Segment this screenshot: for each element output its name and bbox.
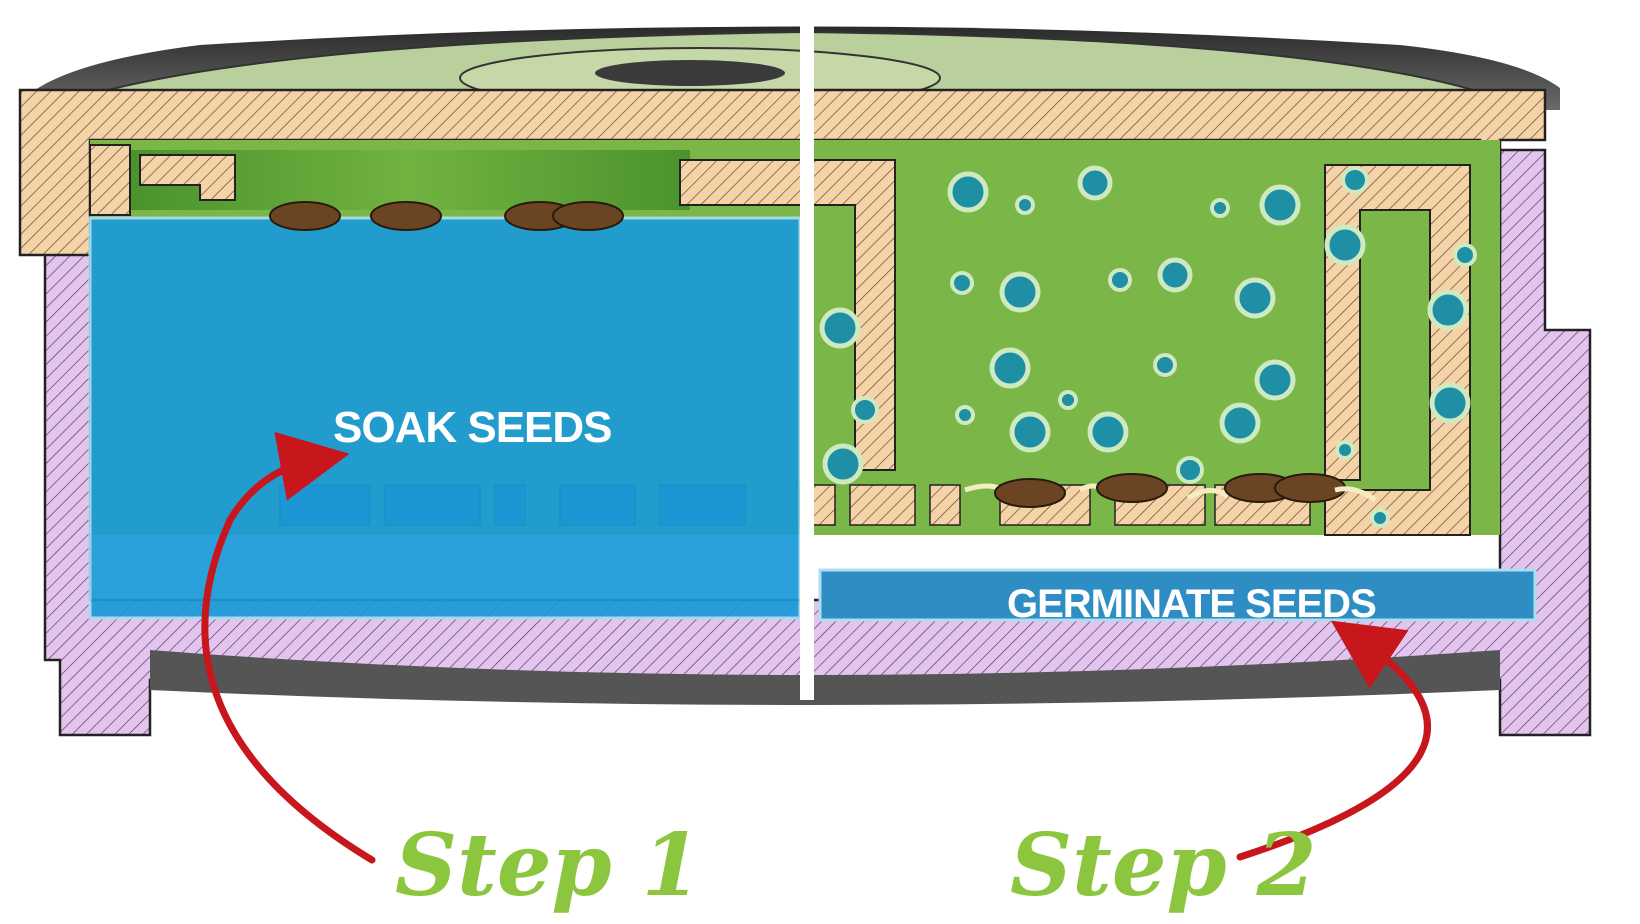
bubble-icon [1341,166,1369,194]
inner-wall-right [1324,164,1471,536]
bubble-icon [1335,440,1355,460]
bubble-icon [822,443,864,485]
curved-arrow-icon [201,431,376,864]
bubble-icon [1254,359,1296,401]
bubble-icon [1210,198,1230,218]
bubble-icon [1453,243,1477,267]
bubble-icon [851,396,879,424]
inner-wall-topleft [139,154,236,201]
sprout-icon [1334,486,1377,503]
bubble-icon [999,271,1041,313]
bubble-icon [1157,257,1193,293]
bubble-icon [1087,411,1129,453]
bubble-icon [1234,277,1276,319]
curved-arrow-icon [1236,620,1431,861]
step2-label: Step 2 [1010,815,1316,916]
bubble-icon [1009,411,1051,453]
reservoir [818,568,1537,622]
step1-label: Step 1 [395,815,701,916]
seed-icon [1096,473,1168,503]
seed-icon [1274,473,1346,503]
germinate-label: GERMINATE SEEDS [1007,582,1376,626]
lid-knob-hole [595,60,785,86]
bubble-icon [1058,390,1078,410]
bubble-icon [1324,224,1366,266]
base-underside [150,650,1500,705]
bubble-icon [1427,289,1469,331]
bubble-icon [1176,456,1204,484]
seed-icon [994,478,1066,508]
bubble-icon [1259,184,1301,226]
bubble-icon [955,405,975,425]
bubble-icon [989,347,1031,389]
seed-icon [269,201,341,231]
bubble-icon [950,271,974,295]
seed-icon [552,201,624,231]
bubble-icon [947,171,989,213]
bubble-icon [819,307,861,349]
bubble-icon [1370,508,1390,528]
seed-icon [370,201,442,231]
bubble-icon [1077,165,1113,201]
bubble-icon [1429,382,1471,424]
floating-seeds [269,201,624,231]
bubble-icon [1219,402,1261,444]
sprouting-seeds [964,473,1377,508]
bubble-icon [1015,195,1035,215]
bubbles [819,165,1477,528]
inner-wall-left [89,144,131,216]
soak-label: SOAK SEEDS [333,403,612,452]
sprout-icon [1186,488,1230,501]
bubble-icon [1108,268,1132,292]
bubble-icon [1153,353,1177,377]
center-divider [800,0,814,700]
water-overlay [88,216,802,620]
